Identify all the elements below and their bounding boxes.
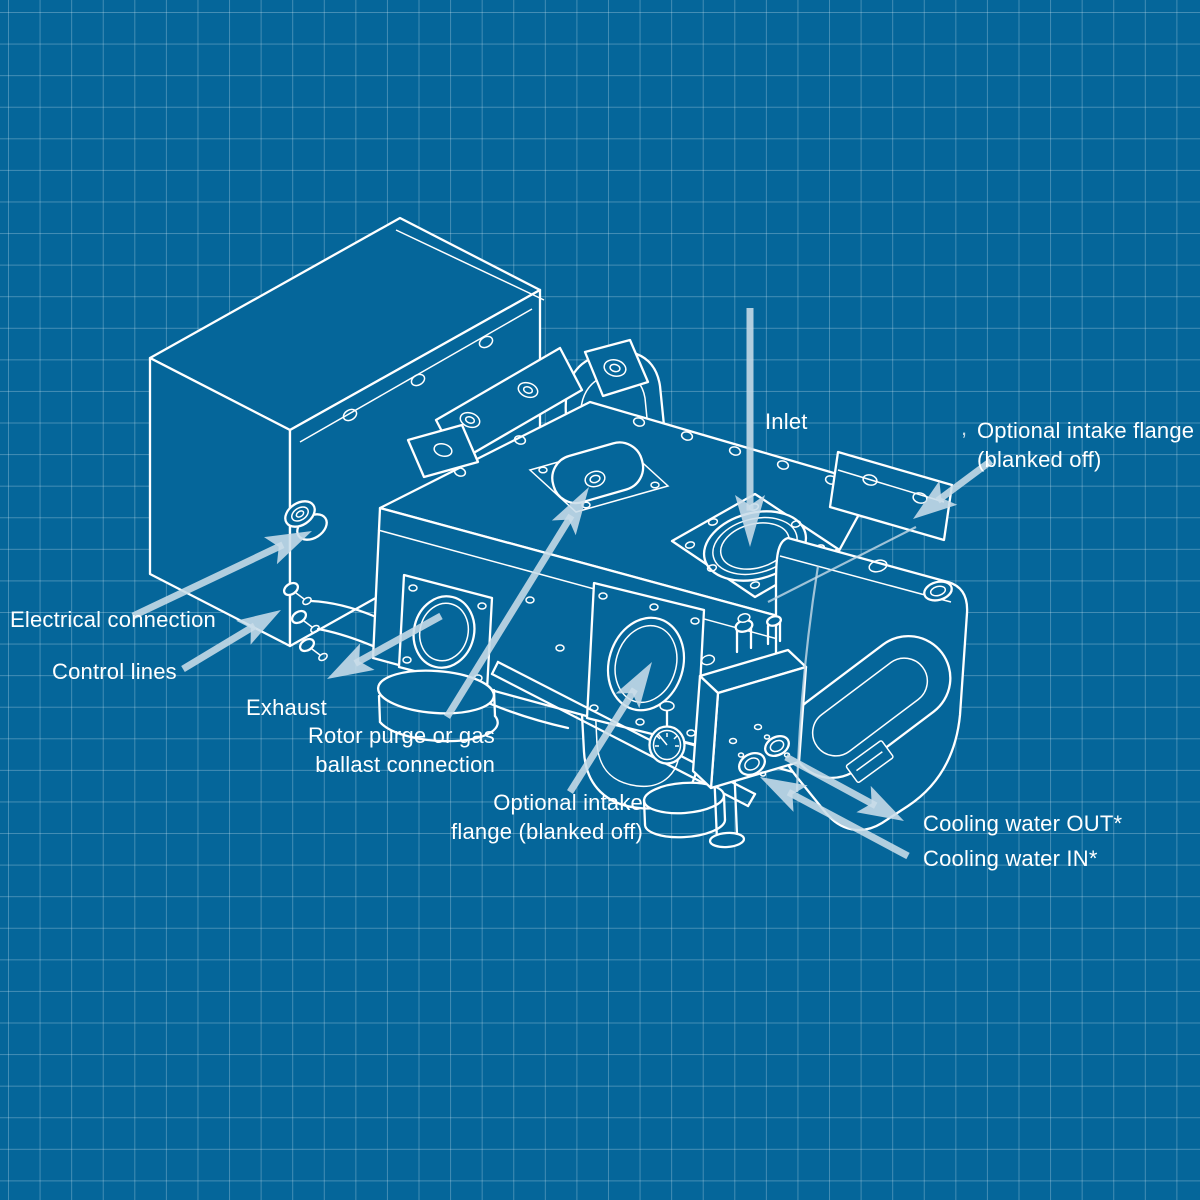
lifting-rail — [406, 338, 650, 479]
motor — [774, 536, 969, 832]
arrow-intake-front — [567, 662, 652, 794]
label-cooling-water-out: Cooling water OUT* — [923, 811, 1123, 836]
leader-tick: , — [961, 415, 968, 440]
electrical-enclosure — [148, 216, 545, 662]
arrow-cooling-in — [760, 777, 910, 860]
label-electrical-connection: Electrical connection — [10, 607, 216, 632]
arrow-rotor-purge — [444, 487, 589, 719]
pressure-gauge — [648, 700, 686, 765]
arrow-intake-top — [913, 458, 994, 519]
rotor-purge-port — [528, 441, 670, 513]
callout-arrows — [131, 308, 994, 860]
arrow-electrical-connection — [131, 531, 312, 620]
label-intake-top: Optional intake flange (blanked off) — [977, 418, 1195, 472]
label-inlet: Inlet — [765, 409, 808, 434]
label-rotor-purge: Rotor purge or gas ballast connection — [307, 723, 495, 777]
motor-name-plate — [845, 740, 894, 783]
front-intake-flange — [585, 581, 706, 747]
arrow-inlet — [735, 308, 765, 547]
rear-housing — [828, 450, 954, 542]
control-line-glands — [282, 581, 328, 662]
label-exhaust: Exhaust — [246, 695, 327, 720]
label-intake-front: Optional intake flange (blanked off) — [451, 790, 643, 844]
label-control-lines: Control lines — [52, 659, 177, 684]
cooling-manifold — [691, 613, 808, 790]
label-cooling-water-in: Cooling water IN* — [923, 846, 1098, 871]
arrow-exhaust — [327, 612, 443, 679]
arrow-cooling-out — [784, 753, 904, 821]
arrow-control-lines — [181, 610, 281, 672]
cooling-water-ports — [728, 723, 791, 777]
